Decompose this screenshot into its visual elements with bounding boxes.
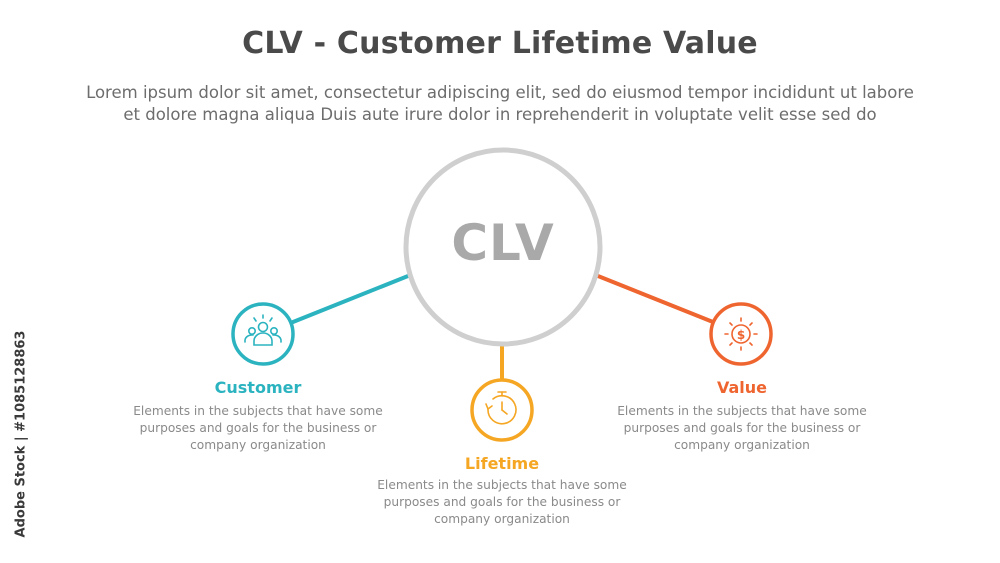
people-icon xyxy=(244,314,282,346)
center-circle xyxy=(403,147,603,347)
dollar-sign-glyph: $ xyxy=(737,328,745,342)
lifetime-description: Elements in the subjects that have some … xyxy=(362,477,642,528)
subtitle-line-1: Lorem ipsum dolor sit amet, consectetur … xyxy=(86,83,914,102)
lifetime-heading: Lifetime xyxy=(464,454,540,473)
stock-watermark: Adobe Stock | #1085128863 xyxy=(6,318,36,550)
customer-desc-line-1: Elements in the subjects that have some xyxy=(133,404,383,418)
connector-customer xyxy=(291,274,410,324)
subtitle-line-2: et dolore magna aliqua Duis aute irure d… xyxy=(123,105,877,124)
page-title: CLV - Customer Lifetime Value xyxy=(242,26,758,61)
value-desc-line-1: Elements in the subjects that have some xyxy=(617,404,867,418)
subtitle: Lorem ipsum dolor sit amet, consectetur … xyxy=(40,82,960,126)
customer-desc-line-3: company organization xyxy=(190,438,326,452)
value-desc-line-2: purposes and goals for the business or xyxy=(623,421,861,435)
customer-description: Elements in the subjects that have some … xyxy=(118,403,398,454)
value-description: Elements in the subjects that have some … xyxy=(602,403,882,454)
value-heading: Value xyxy=(716,378,768,397)
value-node-circle xyxy=(709,302,773,366)
dollar-coin-icon xyxy=(724,317,758,351)
lifetime-desc-line-3: company organization xyxy=(434,512,570,526)
value-desc-line-3: company organization xyxy=(674,438,810,452)
center-label: CLV xyxy=(451,214,555,272)
customer-node-circle xyxy=(231,302,295,366)
stopwatch-icon xyxy=(485,391,517,425)
customer-heading: Customer xyxy=(214,378,302,397)
customer-desc-line-2: purposes and goals for the business or xyxy=(139,421,377,435)
connector-value xyxy=(596,274,715,324)
watermark-text: Adobe Stock | #1085128863 xyxy=(13,330,29,538)
lifetime-desc-line-1: Elements in the subjects that have some xyxy=(377,478,627,492)
lifetime-desc-line-2: purposes and goals for the business or xyxy=(383,495,621,509)
